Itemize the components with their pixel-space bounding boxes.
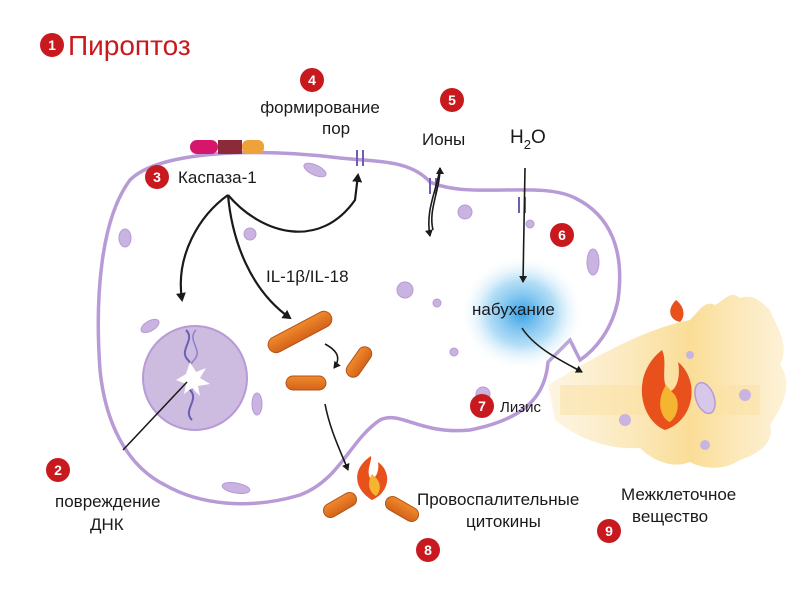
il-label: IL-1β/IL-18 (266, 267, 349, 286)
step-badge-5 (440, 88, 464, 112)
step-num-5: 5 (448, 92, 456, 108)
step-2-label-line-1: повреждение (55, 492, 161, 511)
page-title: Пироптоз (68, 30, 191, 61)
step-badge-7 (470, 394, 494, 418)
caspase-1-label: Каспаза-1 (178, 168, 257, 187)
step-4-label-line-1: формирование (260, 98, 380, 117)
step-4-label-line-2: пор (322, 119, 350, 138)
step-num-3: 3 (153, 169, 161, 185)
title-group: 1 Пироптоз (40, 30, 191, 61)
dna-damage-icon (176, 362, 210, 396)
step-num-6: 6 (558, 227, 566, 243)
step-9-label-line-1: Межклеточное (621, 485, 736, 504)
flame-icon (641, 300, 692, 430)
step-num-2: 2 (54, 462, 62, 478)
step-num-8: 8 (424, 542, 432, 558)
step-num-1: 1 (48, 37, 56, 53)
step-badge-1 (40, 33, 64, 57)
ions-label: Ионы (422, 130, 465, 149)
pathway-arrows (175, 173, 363, 320)
step-num-9: 9 (605, 523, 613, 539)
step-8-label-line-2: цитокины (466, 512, 541, 531)
cytokines (267, 310, 420, 522)
nucleus (142, 325, 248, 431)
membrane-pores (356, 150, 526, 213)
cleavage-arrow (324, 343, 341, 369)
step-badge-9 (597, 519, 621, 543)
step-badge-8 (416, 538, 440, 562)
step-badge-6 (550, 223, 574, 247)
step-2: 2 повреждение ДНК (46, 381, 188, 534)
h2o-o: O (531, 127, 546, 148)
organelles (118, 162, 600, 494)
extracellular-matter (548, 295, 787, 468)
step-4: 4 формирование пор (260, 68, 380, 138)
step-badge-2 (46, 458, 70, 482)
lysis-label: Лизис (500, 399, 541, 416)
released-cytokine (384, 496, 420, 522)
released-cytokine (322, 492, 358, 518)
step-8: Провоспалительные цитокины 8 (416, 490, 579, 562)
step-num-7: 7 (478, 398, 486, 414)
release-arrow (324, 403, 350, 471)
step-8-label-line-1: Провоспалительные (417, 490, 579, 509)
step-badge-4 (300, 68, 324, 92)
step-9: Межклеточное вещество 9 (597, 485, 736, 543)
water-flow-arrow (519, 167, 528, 283)
pro-cytokine (267, 310, 333, 354)
swelling-area (460, 255, 584, 371)
step-2-label-line-2: ДНК (90, 515, 124, 534)
h2o-sub: 2 (524, 137, 531, 152)
water-label: H2O (510, 127, 546, 152)
step-6: 6 (550, 223, 574, 247)
step-5: 5 Ионы (422, 88, 465, 149)
swelling-to-lysis-arrow (521, 327, 583, 373)
step-num-4: 4 (308, 72, 316, 88)
cell-membrane (96, 150, 622, 506)
step-9-label-line-2: вещество (632, 507, 708, 526)
h2o-h: H (510, 127, 524, 148)
step-3: 3 Каспаза-1 (145, 165, 257, 189)
caspase-1-icon (190, 140, 264, 154)
ion-flow-arrow (424, 167, 444, 237)
swelling-label: набухание (472, 300, 555, 319)
flame-icon (357, 456, 388, 500)
svg-text:H2O: H2O (510, 127, 546, 152)
cleaved-cytokine (345, 346, 373, 378)
step-7: 7 Лизис (470, 394, 541, 418)
step-badge-3 (145, 165, 169, 189)
cleaved-cytokine (285, 375, 327, 391)
